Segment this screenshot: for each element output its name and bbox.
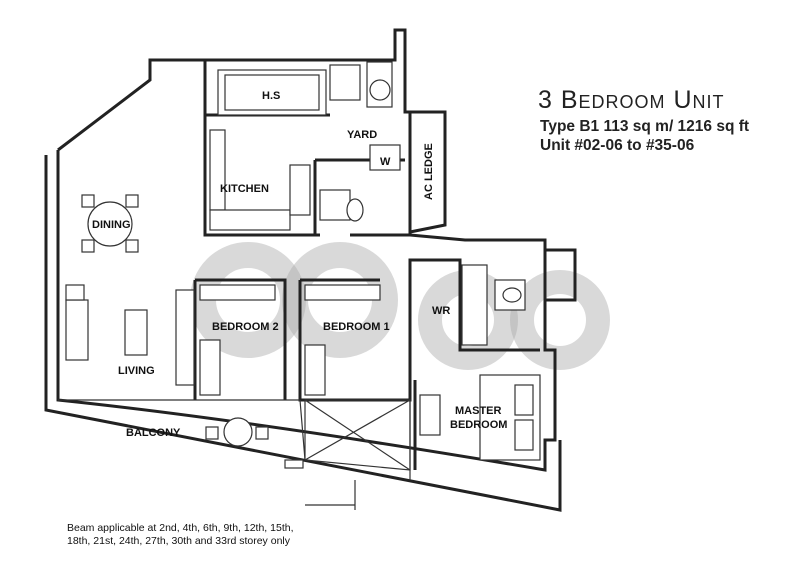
- unit-numbers: Unit #02-06 to #35-06: [540, 137, 695, 154]
- internal-walls: [58, 60, 540, 510]
- room-label-dining: DINING: [92, 219, 131, 231]
- room-label-bedroom-2: BEDROOM 2: [212, 321, 279, 333]
- room-label-bedroom-1: BEDROOM 1: [323, 321, 390, 333]
- unit-title: 3 Bedroom Unit: [538, 86, 725, 114]
- room-label-hs: H.S: [262, 90, 280, 102]
- washer-label: W: [380, 156, 391, 168]
- outer-walls: [44, 28, 577, 512]
- watermark: [190, 242, 610, 370]
- room-label-ac-ledge: AC LEDGE: [423, 143, 435, 200]
- beam-note-line-2: 18th, 21st, 24th, 27th, 30th and 33rd st…: [67, 535, 290, 547]
- room-label-balcony: BALCONY: [126, 427, 181, 439]
- beam-note: Beam applicable at 2nd, 4th, 6th, 9th, 1…: [67, 522, 357, 548]
- fixtures: [65, 61, 541, 461]
- room-label-master: MASTER: [455, 405, 502, 417]
- unit-type-size: Type B1 113 sq m/ 1216 sq ft: [540, 118, 750, 135]
- room-label-living: LIVING: [118, 365, 155, 377]
- room-label-yard: YARD: [347, 129, 377, 141]
- room-label-kitchen: KITCHEN: [220, 183, 269, 195]
- room-label-master-bedroom: BEDROOM: [450, 419, 507, 431]
- beam-note-line-1: Beam applicable at 2nd, 4th, 6th, 9th, 1…: [67, 522, 294, 534]
- room-label-wr: WR: [432, 305, 450, 317]
